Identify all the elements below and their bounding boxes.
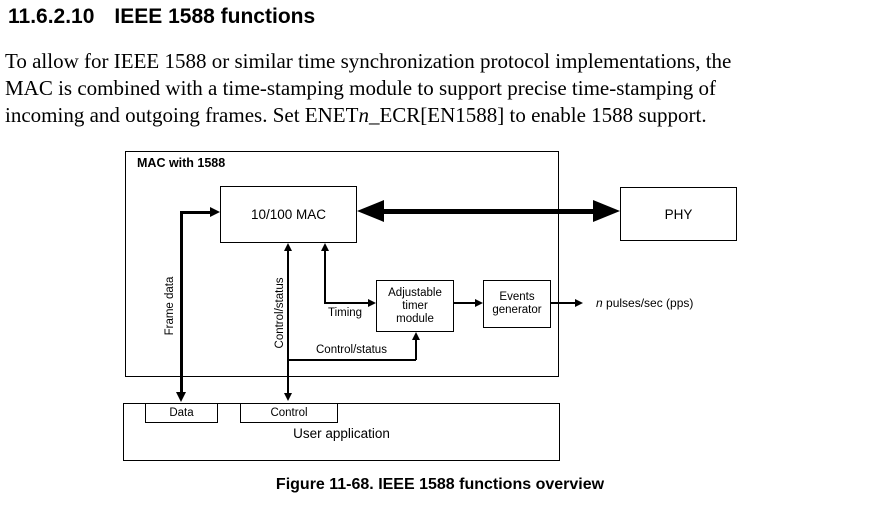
timing-line-horizontal [324,302,368,304]
body-paragraph: To allow for IEEE 1588 or similar time s… [5,48,850,129]
pps-output-label: n pulses/sec (pps) [596,296,693,310]
phy-block: PHY [620,187,737,241]
arrowhead-control-status-into-control-box [283,393,292,401]
timing-line-vertical [324,251,326,303]
control-status-branch-label: Control/status [316,344,387,356]
frame-data-line-vertical [180,211,183,393]
events-block-line1: Events [499,291,535,303]
arrowhead-timer-into-events [475,298,483,307]
control-port-box: Control [240,403,338,423]
section-number: 11.6.2.10 [8,5,95,28]
pps-n-italic: n [596,296,603,310]
paragraph-line-3-italic-n: n [358,103,369,127]
frame-data-line-horizontal [181,211,211,214]
pps-text: pulses/sec (pps) [602,296,694,310]
paragraph-line-2: MAC is combined with a time-stamping mod… [5,76,716,100]
arrowhead-frame-data-into-mac [210,207,220,217]
events-generator-block: Events generator [483,280,551,328]
user-application-box [123,403,560,461]
control-status-vertical-label: Control/status [274,277,286,349]
events-output-line [551,302,575,304]
section-title: IEEE 1588 functions [114,5,316,28]
timer-block-line3: module [396,312,434,325]
mac-phy-bidirectional-line [378,209,598,214]
arrowhead-phy-to-mac [357,200,384,222]
mac-with-1588-container-box [125,151,559,377]
paragraph-line-3: incoming and outgoing frames. Set ENETn_… [5,102,850,129]
section-heading: 11.6.2.10 IEEE 1588 functions [8,5,315,29]
arrowhead-timing-into-timer [368,298,376,307]
paragraph-line-1: To allow for IEEE 1588 or similar time s… [5,49,732,73]
arrowhead-control-status-into-mac [283,243,292,251]
timing-label: Timing [328,307,363,319]
control-status-line-vertical [287,251,289,393]
figure-caption: Figure 11-68. IEEE 1588 functions overvi… [275,476,605,493]
control-status-branch-vertical [415,340,417,360]
arrowhead-pps-output [575,298,583,307]
mac-with-1588-label: MAC with 1588 [137,156,226,170]
arrowhead-timing-into-mac [320,243,329,251]
mac-block: 10/100 MAC [220,186,357,243]
control-status-branch-horizontal [288,359,416,361]
arrowhead-control-status-into-timer [411,332,420,340]
adjustable-timer-module-block: Adjustable timer module [376,280,454,332]
events-block-line2: generator [492,304,542,316]
user-application-label: User application [293,426,390,441]
paragraph-line-3-pre: incoming and outgoing frames. Set ENET [5,103,359,127]
timer-block-line2: timer [402,299,428,312]
frame-data-label: Frame data [164,276,176,336]
arrowhead-mac-to-phy [593,200,620,222]
timer-block-line1: Adjustable [388,286,442,299]
paragraph-line-3-post: _ECR[EN1588] to enable 1588 support. [368,103,707,127]
arrowhead-frame-data-into-data-box [176,392,186,402]
data-port-box: Data [145,403,218,423]
timer-to-events-line [454,302,475,304]
